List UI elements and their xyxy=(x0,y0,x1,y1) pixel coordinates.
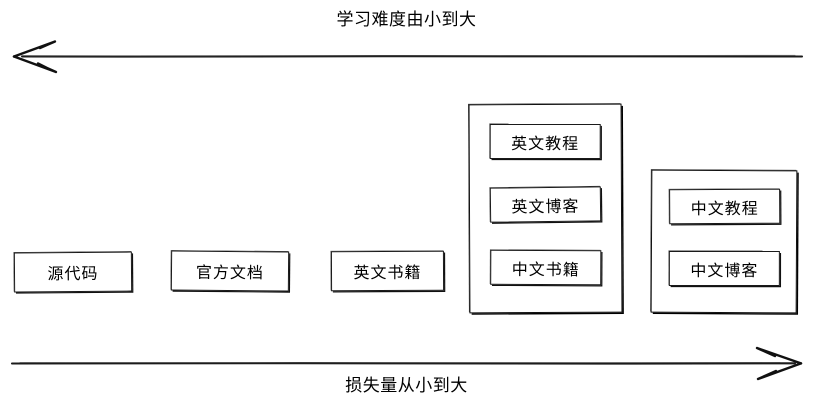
node-chinese-tutorial[interactable]: 中文教程 xyxy=(669,188,781,225)
node-english-blog-label: 英文博客 xyxy=(511,196,580,216)
top-axis-label: 学习难度由小到大 xyxy=(336,10,477,30)
group-english-resources[interactable]: 英文教程 英文博客 中文书籍 xyxy=(468,103,623,314)
group-chinese-resources[interactable]: 中文教程 中文博客 xyxy=(650,169,798,314)
bottom-arrowhead-right-icon xyxy=(755,346,803,381)
node-chinese-blog[interactable]: 中文博客 xyxy=(668,250,780,287)
top-arrowhead-left-icon xyxy=(12,40,58,74)
node-english-books[interactable]: 英文书籍 xyxy=(330,250,445,292)
node-source-code-label: 源代码 xyxy=(47,263,99,284)
node-chinese-books[interactable]: 中文书籍 xyxy=(490,249,602,286)
node-english-books-label: 英文书籍 xyxy=(353,262,422,283)
top-arrow-line xyxy=(20,54,804,58)
bottom-axis-label: 损失量从小到大 xyxy=(345,376,468,396)
node-english-blog[interactable]: 英文博客 xyxy=(489,186,602,223)
node-english-tutorial-label: 英文教程 xyxy=(511,133,580,153)
node-english-tutorial[interactable]: 英文教程 xyxy=(489,123,601,160)
bottom-arrow-line xyxy=(10,361,797,365)
node-chinese-tutorial-label: 中文教程 xyxy=(690,198,759,218)
node-source-code[interactable]: 源代码 xyxy=(13,251,133,293)
node-official-docs[interactable]: 官方文档 xyxy=(170,250,290,292)
node-chinese-blog-label: 中文博客 xyxy=(690,260,759,280)
node-official-docs-label: 官方文档 xyxy=(195,262,265,283)
node-chinese-books-label: 中文书籍 xyxy=(511,259,580,279)
